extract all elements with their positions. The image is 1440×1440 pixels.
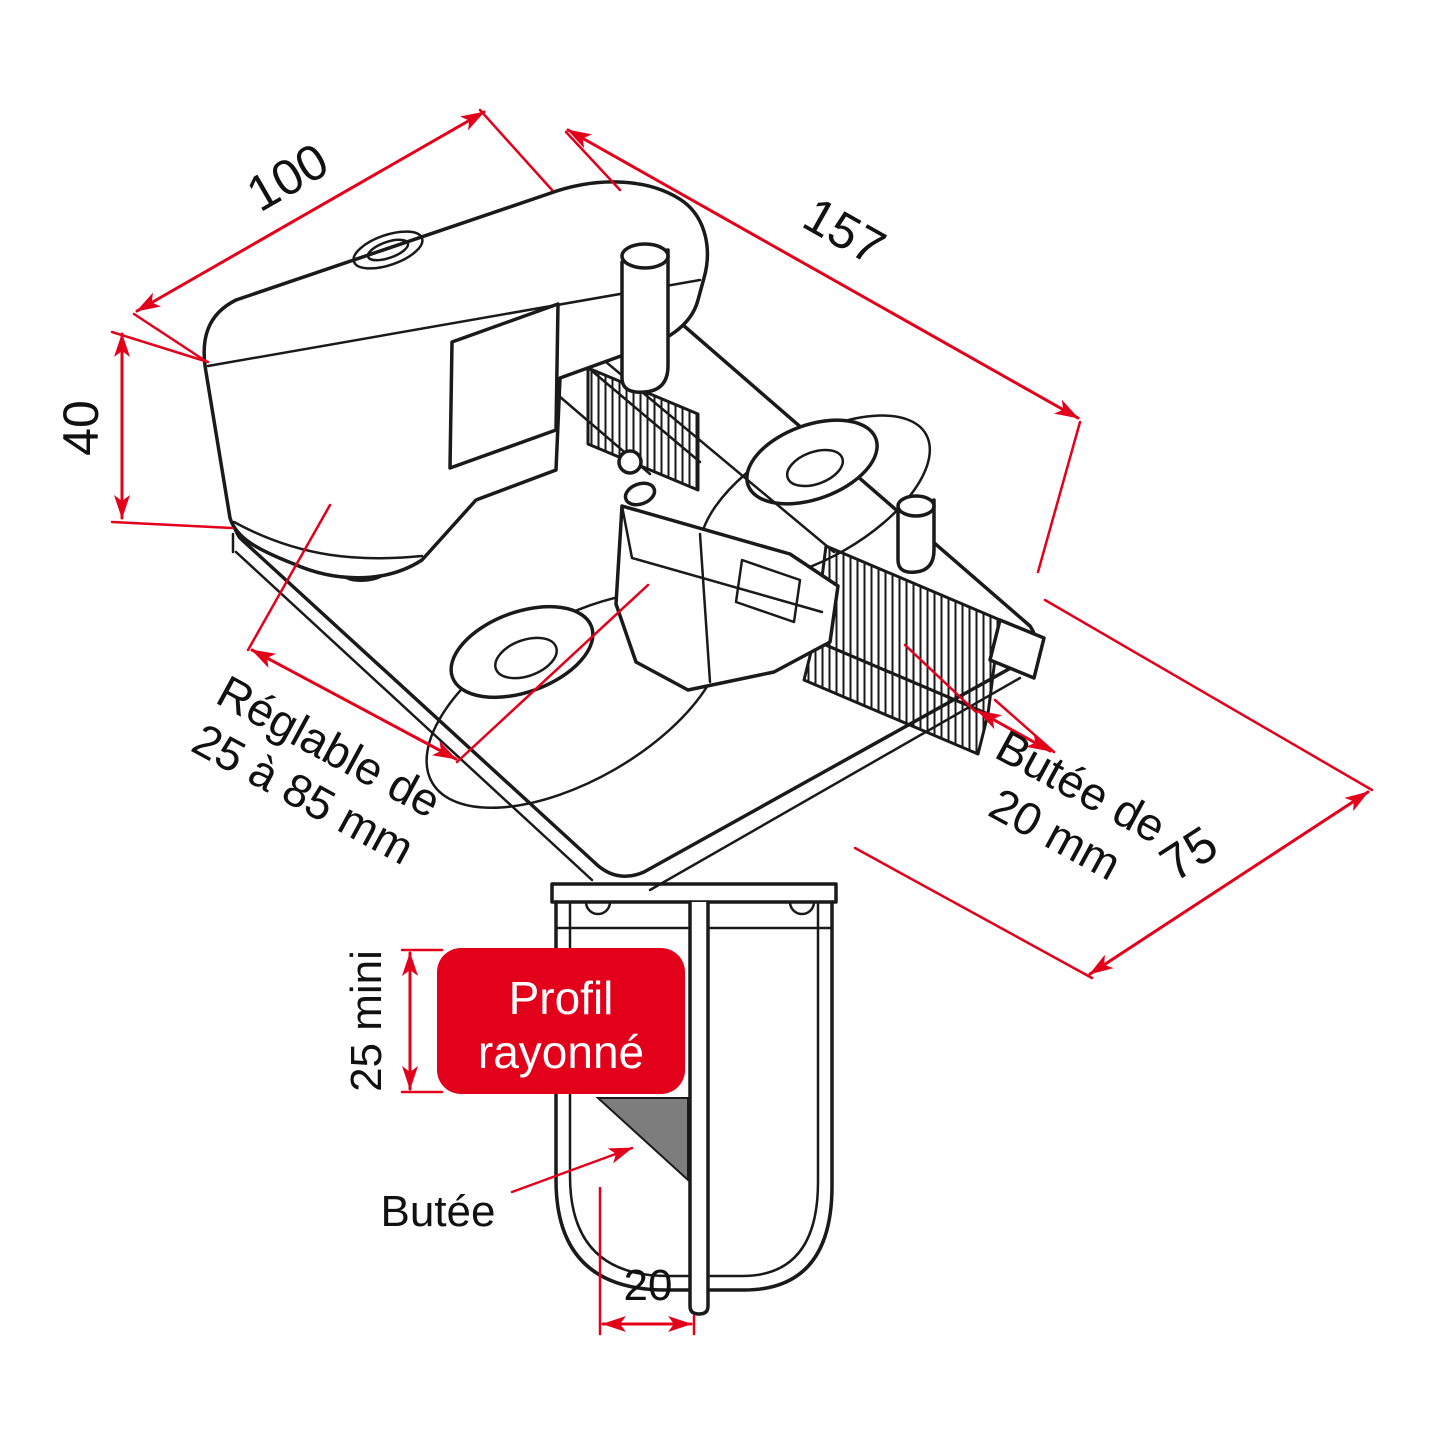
section-lead-bar (554, 900, 834, 1292)
dimension-25-mini: 25 mini (342, 948, 444, 1094)
stop-wedge (595, 1097, 689, 1183)
hinge-post-center (620, 242, 670, 394)
tension-clamp (614, 481, 840, 692)
dimension-stop-20mm: Butée de 20 mm (903, 643, 1175, 890)
rail-tip (988, 618, 1046, 680)
dim-width-value: 100 (237, 132, 337, 222)
profile-badge-line1: Profil (509, 972, 614, 1024)
mounting-hole-rear (745, 418, 879, 506)
dim-25-mini-value: 25 mini (342, 950, 391, 1092)
isometric-view: 100 157 40 75 Réglable de 25 à 85 mm (53, 108, 1374, 980)
hinge-post-right (896, 494, 936, 574)
dimension-stop-width-20: 20 (598, 1186, 696, 1336)
pivot-pin (617, 449, 643, 475)
profile-badge-line2: rayonné (478, 1026, 644, 1078)
body-slot (448, 302, 560, 470)
stop-callout: Butée (381, 1146, 634, 1236)
dim-stop-width-value: 20 (624, 1261, 673, 1310)
dimension-height-40: 40 (53, 330, 234, 530)
section-view: Profil rayonné 25 mini Butée 20 (342, 882, 838, 1336)
dim-height-value: 40 (53, 400, 109, 456)
profile-badge-box (437, 948, 685, 1094)
awning-profile-blade (688, 900, 710, 1316)
profile-badge: Profil rayonné (437, 948, 685, 1094)
stop-callout-label: Butée (381, 1187, 496, 1236)
ribbed-end-block-front (802, 638, 990, 756)
dim-length-value: 157 (794, 186, 894, 276)
clamp-knob (623, 481, 657, 507)
